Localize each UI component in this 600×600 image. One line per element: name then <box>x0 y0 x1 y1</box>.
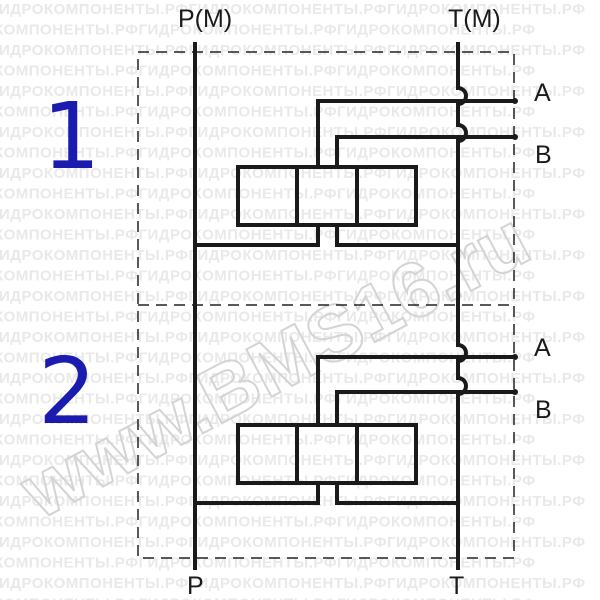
watermark-row: ГИДРОКОМПОНЕНТЫ.РФГИДРОКОМПОНЕНТЫ.РФГИДР… <box>0 186 536 203</box>
section-number-1: 1 <box>42 83 101 190</box>
port-label-a-2: A <box>534 334 551 362</box>
watermark-row: ГИДРОКОМПОНЕНТЫ.РФГИДРОКОМПОНЕНТЫ.РФГИДР… <box>0 350 536 367</box>
valve-envelope-1 <box>236 165 418 227</box>
valve-envelope-2 <box>236 423 418 485</box>
port-b-1-dot <box>512 134 518 140</box>
section-1-circuit <box>195 98 518 247</box>
watermark-row: ГИДРОКОМПОНЕНТЫ.РФГИДРОКОМПОНЕНТЫ.РФГИДР… <box>0 104 536 121</box>
port-labels: P(M) T(M) P T A B A B <box>178 5 552 600</box>
watermark-row: ГИДРОКОМПОНЕНТЫ.РФГИДРОКОМПОНЕНТЫ.РФГИДР… <box>0 452 586 469</box>
port-label-b-2: B <box>535 396 552 424</box>
watermark-row: ГИДРОКОМПОНЕНТЫ.РФГИДРОКОМПОНЕНТЫ.РФГИДР… <box>0 145 536 162</box>
watermark-row: ГИДРОКОМПОНЕНТЫ.РФГИДРОКОМПОНЕНТЫ.РФГИДР… <box>0 165 586 182</box>
return-line-2 <box>335 483 458 505</box>
watermark-row: ГИДРОКОМПОНЕНТЫ.РФГИДРОКОМПОНЕНТЫ.РФГИДР… <box>0 1 586 18</box>
watermark-row: ГИДРОКОМПОНЕНТЫ.РФГИДРОКОМПОНЕНТЫ.РФГИДР… <box>0 22 536 39</box>
section-numbers: 1 2 <box>38 83 101 445</box>
watermark-row: ГИДРОКОМПОНЕНТЫ.РФГИДРОКОМПОНЕНТЫ.РФГИДР… <box>0 370 586 387</box>
supply-line-2 <box>195 483 320 505</box>
port-a-1-dot <box>512 98 518 104</box>
section-2-circuit <box>195 354 518 505</box>
watermark-row: ГИДРОКОМПОНЕНТЫ.РФГИДРОКОМПОНЕНТЫ.РФГИДР… <box>0 268 536 285</box>
outer-dashed-frame <box>137 51 515 559</box>
watermark-row: ГИДРОКОМПОНЕНТЫ.РФГИДРОКОМПОНЕНТЫ.РФГИДР… <box>0 206 586 223</box>
watermark-row: ГИДРОКОМПОНЕНТЫ.РФГИДРОКОМПОНЕНТЫ.РФГИДР… <box>0 575 586 592</box>
watermark-row: ГИДРОКОМПОНЕНТЫ.РФГИДРОКОМПОНЕНТЫ.РФГИДР… <box>0 391 536 408</box>
watermark-row: ГИДРОКОМПОНЕНТЫ.РФГИДРОКОМПОНЕНТЫ.РФГИДР… <box>0 83 586 100</box>
line-b-1 <box>335 135 515 167</box>
port-label-t-bottom: T <box>449 572 464 600</box>
watermark-row: ГИДРОКОМПОНЕНТЫ.РФГИДРОКОМПОНЕНТЫ.РФГИДР… <box>0 288 586 305</box>
watermark-row: ГИДРОКОМПОНЕНТЫ.РФГИДРОКОМПОНЕНТЫ.РФГИДР… <box>0 514 536 531</box>
port-b-2-dot <box>512 389 518 395</box>
watermark-row: ГИДРОКОМПОНЕНТЫ.РФГИДРОКОМПОНЕНТЫ.РФГИДР… <box>0 227 536 244</box>
return-line-1 <box>335 225 458 247</box>
watermark-row: ГИДРОКОМПОНЕНТЫ.РФГИДРОКОМПОНЕНТЫ.РФГИДР… <box>0 42 586 59</box>
port-label-b-1: B <box>535 141 552 169</box>
watermark-rows: ГИДРОКОМПОНЕНТЫ.РФГИДРОКОМПОНЕНТЫ.РФГИДР… <box>0 1 586 600</box>
port-label-a-1: A <box>534 79 551 107</box>
watermark-row: ГИДРОКОМПОНЕНТЫ.РФГИДРОКОМПОНЕНТЫ.РФГИДР… <box>0 63 536 80</box>
watermark-row: ГИДРОКОМПОНЕНТЫ.РФГИДРОКОМПОНЕНТЫ.РФГИДР… <box>0 555 536 572</box>
supply-line-1 <box>195 225 320 247</box>
watermark-row: ГИДРОКОМПОНЕНТЫ.РФГИДРОКОМПОНЕНТЫ.РФГИДР… <box>0 247 586 264</box>
line-a-1 <box>316 99 515 167</box>
section-number-2: 2 <box>38 338 97 445</box>
watermark-row: ГИДРОКОМПОНЕНТЫ.РФГИДРОКОМПОНЕНТЫ.РФГИДР… <box>0 596 536 600</box>
watermark-row: ГИДРОКОМПОНЕНТЫ.РФГИДРОКОМПОНЕНТЫ.РФГИДР… <box>0 329 586 346</box>
line-b-2 <box>335 390 515 425</box>
watermark-row: ГИДРОКОМПОНЕНТЫ.РФГИДРОКОМПОНЕНТЫ.РФГИДР… <box>0 432 536 449</box>
section-boundaries <box>137 51 515 559</box>
port-label-t-top: T(M) <box>448 5 501 33</box>
line-a-2 <box>316 355 515 425</box>
watermark-row: ГИДРОКОМПОНЕНТЫ.РФГИДРОКОМПОНЕНТЫ.РФГИДР… <box>0 411 586 428</box>
watermark-row: ГИДРОКОМПОНЕНТЫ.РФГИДРОКОМПОНЕНТЫ.РФГИДР… <box>0 534 586 551</box>
port-label-p-bottom: P <box>187 572 204 600</box>
port-a-2-dot <box>512 354 518 360</box>
watermark-row: ГИДРОКОМПОНЕНТЫ.РФГИДРОКОМПОНЕНТЫ.РФГИДР… <box>0 309 536 326</box>
port-label-p-top: P(M) <box>178 5 232 33</box>
